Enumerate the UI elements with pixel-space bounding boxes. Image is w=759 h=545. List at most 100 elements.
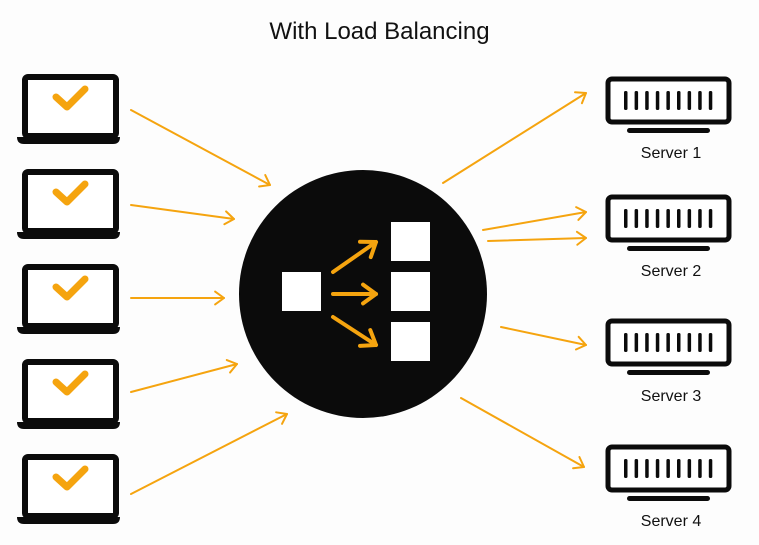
lb-arrow-up <box>331 239 378 274</box>
laptop-check-icon <box>52 465 89 491</box>
server-vent-bar <box>666 333 670 352</box>
arrow-line <box>331 240 378 274</box>
server-vent-bar <box>655 333 660 352</box>
arrow-head <box>574 91 587 105</box>
server-vent-bar <box>677 333 681 352</box>
laptop-check-icon <box>52 180 89 206</box>
server-vent-bar <box>666 209 670 228</box>
arrow-head <box>275 411 288 425</box>
server-vent-bar <box>698 209 702 228</box>
server-vent-bar <box>708 333 713 352</box>
arrow-line <box>130 413 288 495</box>
arrow-line <box>442 92 587 184</box>
arrow-to-server-2-3 <box>487 230 587 246</box>
arrow-head <box>214 290 225 306</box>
server-vent-bar <box>698 459 702 478</box>
client-laptop-4 <box>17 359 120 429</box>
connection-arrows <box>130 91 587 495</box>
arrow-head <box>225 359 238 374</box>
client-arrow-1 <box>130 109 271 188</box>
server-vent-bar <box>634 91 639 110</box>
arrow-line <box>331 315 378 347</box>
server-vent-bar <box>645 459 649 478</box>
server-vent-bar <box>698 91 702 110</box>
server-2-icon <box>605 194 732 251</box>
server-vent-bar <box>708 91 713 110</box>
client-laptop-3 <box>17 264 120 334</box>
arrow-line <box>130 363 238 393</box>
client-arrow-4 <box>130 359 238 393</box>
laptop-check-icon <box>52 275 89 301</box>
diagram-title: With Load Balancing <box>269 18 490 45</box>
server-vent-bar <box>645 333 649 352</box>
client-laptop-2 <box>17 169 120 239</box>
server-vent-bar <box>666 459 670 478</box>
server-vent-bar <box>655 209 660 228</box>
laptop-base <box>17 327 120 334</box>
arrow-head <box>358 239 378 260</box>
arrow-to-server-2-2 <box>482 206 587 231</box>
input-node-square <box>282 272 321 311</box>
server-stand <box>627 370 710 375</box>
output-node-square-3 <box>391 322 430 361</box>
server-vent-bar <box>645 209 649 228</box>
output-node-square-1 <box>391 222 430 261</box>
server-stand <box>627 496 710 501</box>
server-vent-bar <box>687 209 692 228</box>
arrow-line <box>500 326 587 346</box>
server-vent-bar <box>655 91 660 110</box>
client-laptop-5 <box>17 454 120 524</box>
arrow-line <box>482 211 587 231</box>
laptop-check-icon <box>52 370 89 396</box>
load-balancer <box>239 170 487 418</box>
arrow-head <box>574 335 587 351</box>
laptop-check-icon <box>52 85 89 111</box>
server-vent-bar <box>624 459 628 478</box>
server-1-label: Server 1 <box>640 145 702 162</box>
server-vent-bar <box>677 459 681 478</box>
server-vent-bar <box>677 91 681 110</box>
server-vent-bar <box>687 333 692 352</box>
arrow-head <box>223 210 235 226</box>
server-vent-bar <box>698 333 702 352</box>
laptop-base <box>17 232 120 239</box>
server-vent-bar <box>687 91 692 110</box>
arrow-line <box>130 204 235 220</box>
arrow-head <box>361 282 378 306</box>
server-stand <box>627 128 710 133</box>
server-stand <box>627 246 710 251</box>
arrow-head <box>575 230 587 246</box>
arrow-head <box>572 456 585 470</box>
arrow-head <box>358 328 378 348</box>
servers-group <box>605 76 732 501</box>
server-4-icon <box>605 444 732 501</box>
server-3-icon <box>605 318 732 375</box>
server-3-label: Server 3 <box>640 388 702 405</box>
laptop-base <box>17 517 120 524</box>
client-arrow-2 <box>130 204 235 226</box>
arrow-to-server-3-4 <box>500 326 587 351</box>
arrow-head <box>258 174 271 188</box>
server-vent-bar <box>687 459 692 478</box>
server-vent-bar <box>666 91 670 110</box>
arrow-line <box>487 237 587 242</box>
arrow-head <box>575 206 587 221</box>
lb-arrow-mid <box>331 282 378 306</box>
server-4-label: Server 4 <box>640 513 702 530</box>
server-vent-bar <box>624 333 628 352</box>
arrow-line <box>130 109 271 186</box>
client-arrow-5 <box>130 411 288 495</box>
server-vent-bar <box>677 209 681 228</box>
laptop-base <box>17 422 120 429</box>
server-vent-bar <box>634 209 639 228</box>
server-vent-bar <box>708 459 713 478</box>
server-vent-bar <box>655 459 660 478</box>
server-1-icon <box>605 76 732 133</box>
server-vent-bar <box>634 459 639 478</box>
lb-arrow-down <box>331 315 378 348</box>
server-vent-bar <box>624 91 628 110</box>
server-vent-bar <box>634 333 639 352</box>
clients-group <box>17 74 120 524</box>
server-vent-bar <box>645 91 649 110</box>
